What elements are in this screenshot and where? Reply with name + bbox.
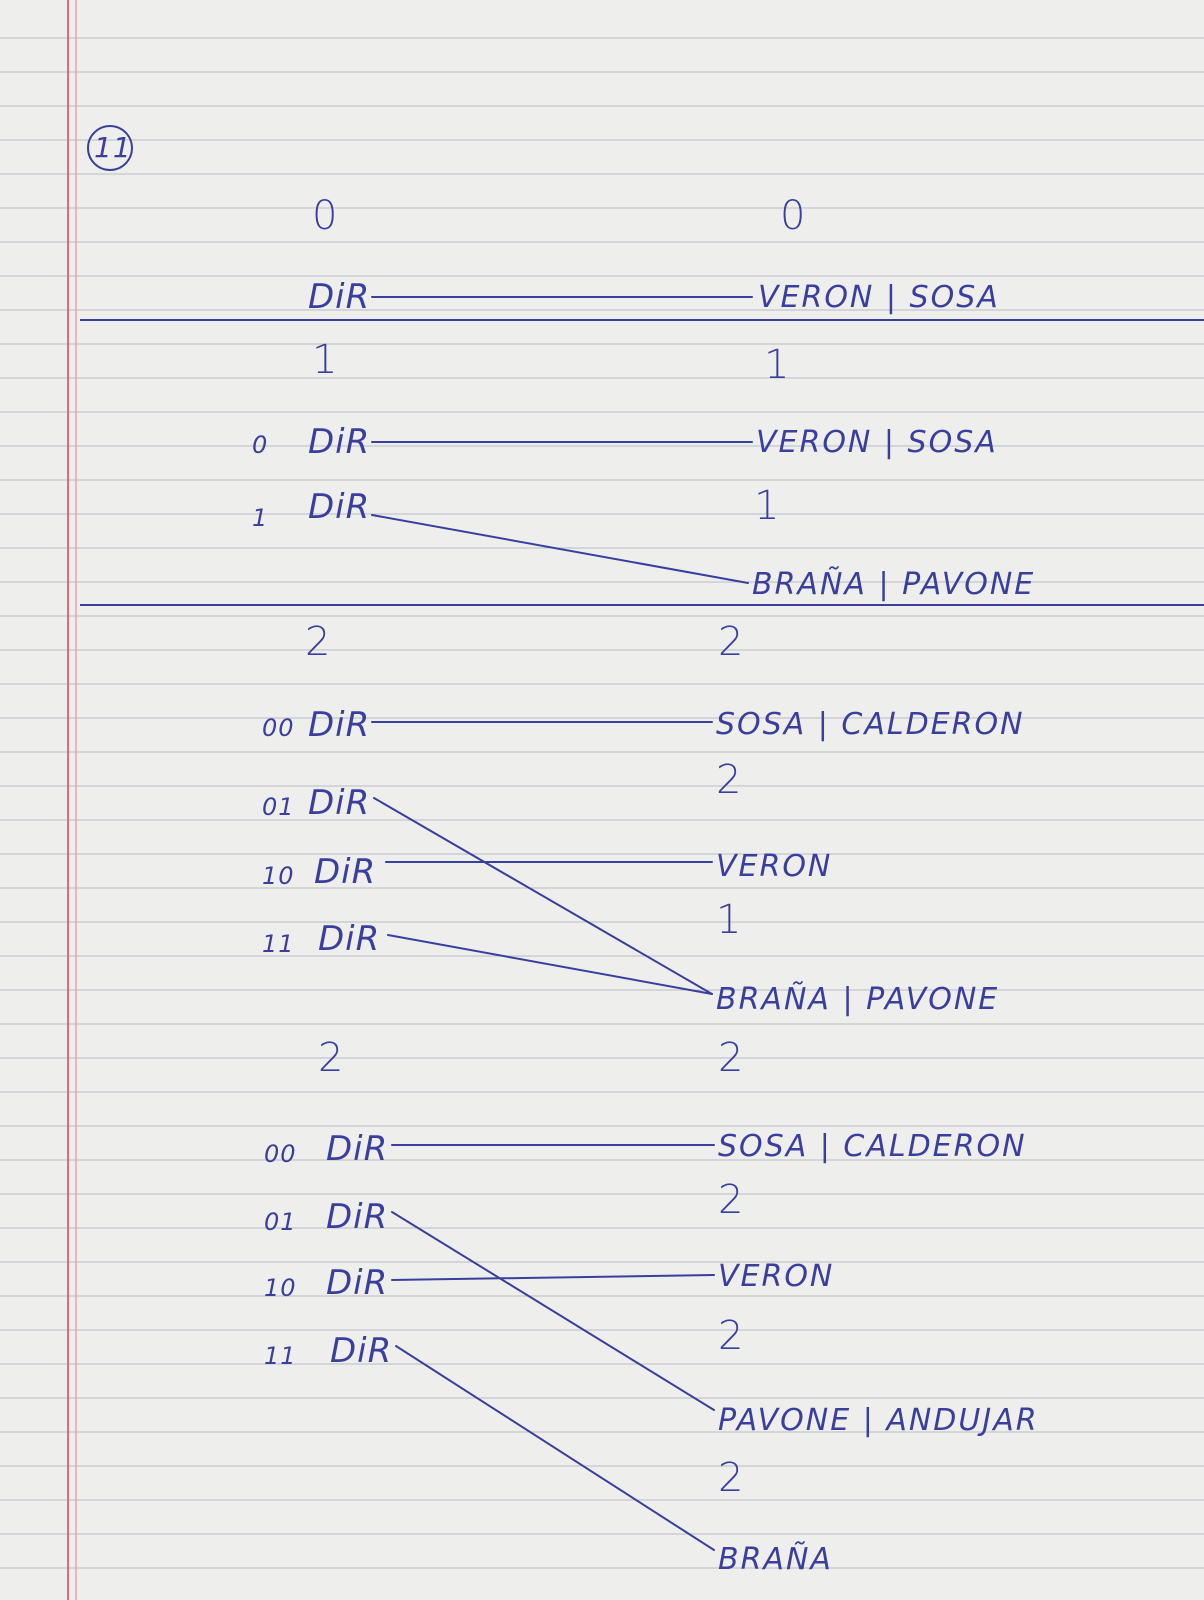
directory-entry-label: DiR [326, 1129, 389, 1169]
pointer-lines [371, 296, 753, 1551]
directory-entry-label: DiR [308, 705, 371, 745]
bucket-local-depth: 0 [780, 193, 807, 239]
directory-entry-label: DiR [326, 1197, 389, 1237]
bucket-local-depth: 2 [716, 757, 743, 803]
directory-entry-index: 11 [264, 1342, 297, 1370]
bucket-local-depth: 2 [718, 619, 745, 665]
directory-entry-label: DiR [308, 422, 371, 462]
directory-global-depth: 2 [305, 619, 332, 665]
exercise-number-circle [87, 125, 133, 171]
directory-entry-index: 01 [262, 793, 295, 821]
directory-entry-index: 00 [264, 1140, 297, 1168]
directory-global-depth: 2 [318, 1035, 345, 1081]
bucket-records: SOSA | CALDERON [716, 707, 1025, 742]
directory-pointer-line [373, 797, 713, 995]
directory-entry-label: DiR [308, 277, 371, 317]
bucket-local-depth: 1 [716, 897, 743, 943]
directory-entry-label: DiR [330, 1331, 393, 1371]
bucket-local-depth: 2 [718, 1177, 745, 1223]
bucket-records: BRAÑA [718, 1542, 833, 1577]
directory-entry-label: DiR [318, 919, 381, 959]
bucket-records: BRAÑA | PAVONE [716, 982, 1000, 1017]
bucket-records: PAVONE | ANDUJAR [718, 1403, 1039, 1438]
directory-pointer-line [395, 1345, 715, 1551]
bucket-local-depth: 2 [718, 1313, 745, 1359]
exercise-number: 11 [94, 131, 132, 164]
bucket-records: VERON [718, 1259, 835, 1294]
bucket-records: BRAÑA | PAVONE [752, 567, 1036, 602]
directory-entry-label: DiR [308, 487, 371, 527]
directory-entry-label: DiR [308, 783, 371, 823]
directory-entry-index: 01 [264, 1208, 297, 1236]
bucket-records: VERON | SOSA [758, 280, 1000, 315]
bucket-local-depth: 2 [718, 1035, 745, 1081]
directory-entry-index: 10 [264, 1274, 297, 1302]
directory-global-depth: 0 [312, 193, 339, 239]
directory-entry-index: 11 [262, 930, 295, 958]
directory-pointer-line [387, 934, 713, 995]
bucket-local-depth: 2 [718, 1455, 745, 1501]
bucket-records: VERON | SOSA [756, 425, 998, 460]
directory-entry-label: DiR [326, 1263, 389, 1303]
directory-pointer-line [391, 1211, 715, 1411]
ruled-lines [0, 37, 1204, 1569]
directory-entry-index: 10 [262, 862, 295, 890]
directory-entry-index: 1 [252, 504, 269, 532]
directory-entry-label: DiR [314, 852, 377, 892]
bucket-records: VERON [716, 849, 833, 884]
directory-entry-index: 00 [262, 714, 295, 742]
directory-global-depth: 1 [312, 337, 339, 383]
directory-entry-index: 0 [252, 431, 269, 459]
bucket-records: SOSA | CALDERON [718, 1129, 1027, 1164]
bucket-local-depth: 1 [754, 483, 781, 529]
directory-pointer-line [391, 1274, 715, 1281]
directory-pointer-line [371, 514, 749, 584]
bucket-local-depth: 1 [764, 342, 791, 388]
